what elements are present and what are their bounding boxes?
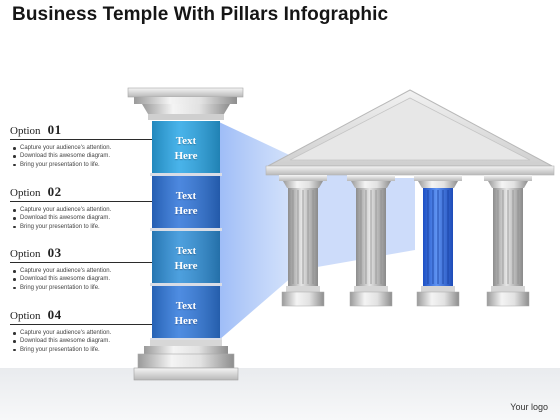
big-pillar-shaft (150, 121, 222, 341)
option-word: Option (10, 310, 41, 322)
footer-logo: Your logo (510, 402, 548, 412)
option-number: 02 (47, 184, 62, 199)
segment-line-1: Text (175, 135, 197, 147)
option-heading: Option 01 (10, 122, 152, 140)
option-bullets: Capture your audience's attention.Downlo… (10, 206, 152, 231)
segment-line-2: Here (174, 149, 198, 162)
option-bullet: Capture your audience's attention. (10, 144, 152, 152)
pillar-segment-divider (150, 338, 222, 341)
option-word: Option (10, 187, 41, 199)
segment-line-2: Here (174, 259, 198, 272)
pillar-segment-shading (152, 286, 220, 339)
pillar-segment-shading (152, 176, 220, 229)
temple-column-3 (414, 175, 462, 307)
segment-line-1: Text (175, 190, 197, 202)
option-bullet: Capture your audience's attention. (10, 267, 152, 275)
segment-line-1: Text (175, 245, 197, 257)
option-bullet: Download this awesome diagram. (10, 214, 152, 222)
temple-column-4 (484, 175, 532, 307)
option-word: Option (10, 248, 41, 260)
pillar-segment-divider (150, 228, 222, 231)
option-heading: Option 04 (10, 307, 152, 325)
page-title: Business Temple With Pillars Infographic (12, 4, 389, 25)
segment-line-1: Text (175, 300, 197, 312)
option-bullet: Bring your presentation to life. (10, 223, 152, 231)
temple-columns (279, 175, 532, 307)
option-bullet: Download this awesome diagram. (10, 275, 152, 283)
option-bullets: Capture your audience's attention.Downlo… (10, 329, 152, 354)
option-bullet: Capture your audience's attention. (10, 206, 152, 214)
light-beam-upper (219, 122, 300, 340)
option-bullet: Download this awesome diagram. (10, 337, 152, 345)
option-number: 04 (47, 307, 62, 322)
option-bullet: Bring your presentation to life. (10, 284, 152, 292)
big-pillar-base (133, 340, 239, 381)
pillar-segment-divider (150, 173, 222, 176)
option-number: 03 (47, 245, 62, 260)
temple-column-2 (347, 175, 395, 307)
big-pillar-capital (127, 87, 244, 120)
option-bullets: Capture your audience's attention.Downlo… (10, 144, 152, 169)
option-number: 01 (47, 122, 62, 137)
pillar-segment-shading (152, 231, 220, 284)
segment-line-2: Here (174, 314, 198, 327)
option-heading: Option 02 (10, 184, 152, 202)
option-bullet: Bring your presentation to life. (10, 346, 152, 354)
option-bullet: Capture your audience's attention. (10, 329, 152, 337)
option-bullets: Capture your audience's attention.Downlo… (10, 267, 152, 292)
option-heading: Option 03 (10, 245, 152, 263)
segment-line-2: Here (174, 204, 198, 217)
floor-band (0, 368, 560, 420)
option-bullet: Bring your presentation to life. (10, 161, 152, 169)
temple-roof (265, 89, 555, 176)
option-word: Option (10, 125, 41, 137)
pillar-segment-divider (150, 283, 222, 286)
pillar-segment-shading (152, 121, 220, 174)
option-bullet: Download this awesome diagram. (10, 152, 152, 160)
temple-column-1 (279, 175, 327, 307)
